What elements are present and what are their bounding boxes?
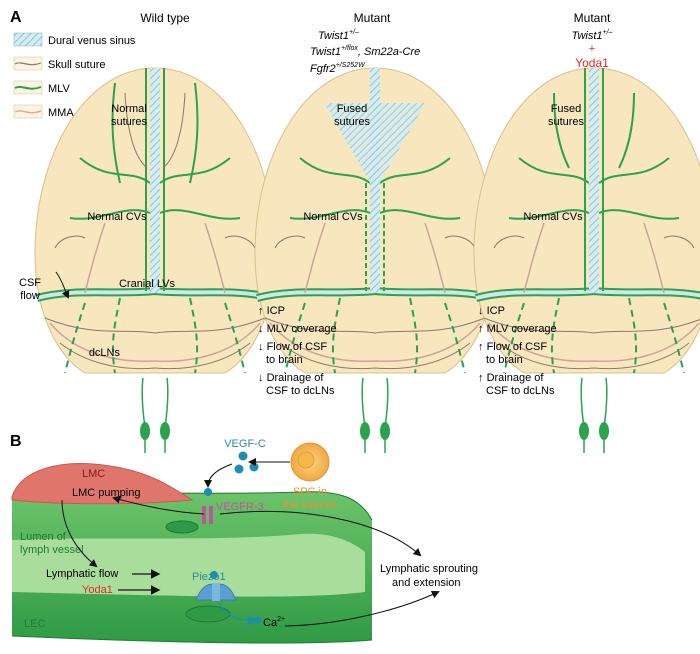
svg-text:↑ Drainage of: ↑ Drainage of [478, 372, 544, 384]
lymphatic-flow-label: Lymphatic flow [46, 568, 118, 580]
svg-text:↑ ICP: ↑ ICP [258, 305, 285, 317]
col3-genotype: Twist1+/– [572, 29, 613, 42]
legend-label-sinus: Dural venus sinus [48, 35, 136, 47]
svg-text:↓ Flow of CSF: ↓ Flow of CSF [258, 341, 327, 353]
svg-text:Fgfr2+/S252W: Fgfr2+/S252W [310, 62, 366, 75]
csf-label-2: flow [20, 290, 40, 302]
col3-cvs-label: Normal CVs [523, 211, 583, 223]
skull-mutant-yoda1 [474, 68, 700, 454]
panel-a-label: A [10, 9, 22, 26]
svg-text:CSF to dcLNs: CSF to dcLNs [486, 385, 555, 397]
yoda1-label: Yoda1 [82, 584, 113, 596]
col3-plus: + [589, 43, 595, 55]
svg-text:CSF to dcLNs: CSF to dcLNs [266, 385, 335, 397]
legend-label-suture: Skull suture [48, 59, 105, 71]
legend-label-mlv: MLV [48, 83, 70, 95]
vegfc-to-receptor-arrow [204, 463, 233, 488]
svg-text:Twist1+/flox, Sm22a-Cre: Twist1+/flox, Sm22a-Cre [310, 45, 420, 58]
vessel-lumen [12, 533, 365, 597]
genotype-2a-sup: +/flox [341, 45, 358, 52]
col1-title: Wild type [140, 11, 190, 25]
col3-sutures-label-1: Fused [551, 103, 582, 115]
calcium-to-sprouting-arrow [284, 590, 440, 627]
col3-treatment: Yoda1 [575, 56, 609, 70]
svg-text:↓ MLV coverage: ↓ MLV coverage [258, 323, 337, 335]
sprouting-label-2: and extension [392, 577, 461, 589]
lmc-pumping-label: LMC pumping [72, 487, 140, 499]
receptor-to-pumping-arrow [112, 495, 205, 515]
legend: Dural venus sinus Skull suture MLV MMA [13, 32, 136, 119]
svg-text:↑ MLV coverage: ↑ MLV coverage [478, 323, 557, 335]
spc-label-1: SPC in [293, 486, 327, 498]
col3-title: Mutant [574, 11, 611, 25]
receptor-to-sprouting-arrow [219, 510, 422, 557]
genotype-1: Twist1 [318, 30, 349, 42]
col2-genotype: Twist1+/– Twist1+/flox, Sm22a-Cre Fgfr2+… [310, 29, 420, 75]
calcium-ion [254, 616, 262, 624]
lymph-vessel [11, 491, 373, 644]
sprouting-label-1: Lymphatic sprouting [380, 563, 478, 575]
svg-text:Twist1+/–: Twist1+/– [318, 29, 359, 42]
sagittal-sinus [370, 68, 380, 293]
svg-text:to brain: to brain [266, 354, 303, 366]
panel-b-label: B [10, 433, 22, 450]
lumen-label-1: Lumen of [20, 531, 67, 543]
col3-effects: ↓ ICP ↑ MLV coverage ↑ Flow of CSF to br… [478, 305, 557, 397]
piezo1-label: Piezo1 [192, 571, 226, 583]
lec-nucleus-lower [185, 605, 231, 623]
sagittal-sinus [589, 68, 599, 293]
genotype-2b: , Sm22a-Cre [358, 46, 420, 58]
csf-flow-arrow [55, 271, 70, 299]
col2-sutures-label-2: sutures [334, 116, 371, 128]
svg-text:↑ Flow of CSF: ↑ Flow of CSF [478, 341, 547, 353]
svg-text:to brain: to brain [486, 354, 523, 366]
col2-title: Mutant [354, 11, 391, 25]
lmc-label: LMC [82, 468, 105, 480]
col1-cvs-label: Normal CVs [87, 211, 147, 223]
svg-text:↓ Drainage of: ↓ Drainage of [258, 372, 324, 384]
calcium-influx-arrow [217, 601, 258, 626]
lumen-label-2: lymph vessel [20, 544, 84, 556]
sagittal-sinus [150, 68, 160, 293]
genotype-2a: Twist1 [310, 46, 341, 58]
genotype-3-sup: +/S252W [336, 62, 366, 69]
svg-text:↓ ICP: ↓ ICP [478, 305, 505, 317]
vegfc-label: VEGF-C [224, 438, 266, 450]
col1-sutures-label-2: sutures [111, 116, 148, 128]
genotype-3: Fgfr2 [310, 63, 336, 75]
col1-lvs-label: Cranial LVs [119, 278, 176, 290]
lec-label: LEC [24, 618, 45, 630]
col2-cvs-label: Normal CVs [303, 211, 363, 223]
piezo1-channel [195, 571, 237, 601]
lec-nucleus-upper [165, 520, 199, 534]
skull-mutant [255, 68, 495, 454]
genotype-1-sup: +/– [349, 29, 359, 36]
ca-label: Ca2+ [263, 616, 285, 629]
vegfr3-receptor [202, 488, 213, 524]
legend-label-mma: MMA [48, 107, 74, 119]
spc-label-2: the sutures [283, 499, 338, 511]
col2-sutures-label-1: Fused [337, 103, 368, 115]
lmc-cell [11, 463, 194, 505]
col2-effects: ↑ ICP ↓ MLV coverage ↓ Flow of CSF to br… [258, 305, 337, 397]
vegfr3-label: VEGFR-3 [216, 501, 264, 513]
csf-label-1: CSF [19, 277, 41, 289]
legend-swatch-suture [13, 56, 43, 71]
col3-sutures-label-2: sutures [548, 116, 585, 128]
legend-swatch-sinus [13, 32, 43, 47]
skull-wild-type [35, 68, 275, 454]
dclns-label: dcLNs [89, 347, 121, 359]
pumping-to-flow-arrow [61, 499, 98, 568]
col1-sutures-label-1: Normal [111, 103, 146, 115]
